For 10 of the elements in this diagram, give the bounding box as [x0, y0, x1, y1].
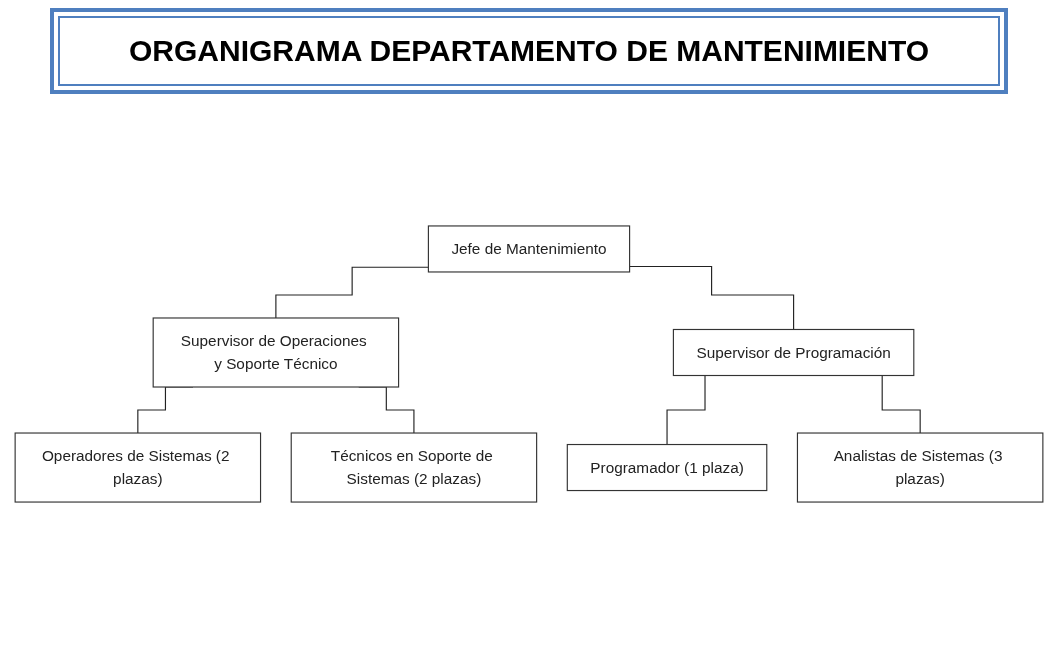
- diagram-title: ORGANIGRAMA DEPARTAMENTO DE MANTENIMIENTO: [50, 8, 1008, 94]
- node-box: Técnicos en Soporte de Sistemas (2 plazas): [290, 432, 538, 503]
- node-box: Analistas de Sistemas (3 plazas): [796, 432, 1044, 503]
- node-box: Programador (1 plaza): [566, 443, 768, 492]
- connector: [629, 265, 795, 331]
- node-box: Operadores de Sistemas (2 plazas): [14, 432, 262, 503]
- node-box: Supervisor de Operaciones y Soporte Técnico: [152, 317, 400, 388]
- node-box: Supervisor de Programación: [672, 328, 915, 377]
- node-box: Jefe de Mantenimiento: [427, 225, 631, 273]
- connector: [275, 266, 429, 319]
